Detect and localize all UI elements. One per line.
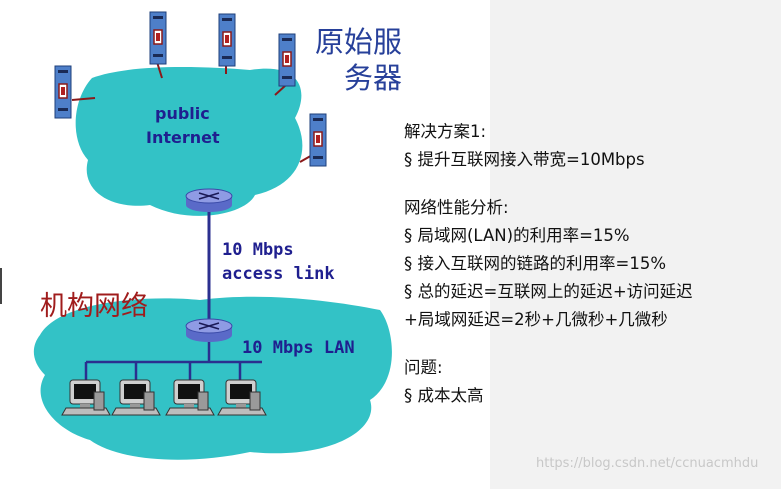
analysis-title: 网络性能分析: [404, 198, 509, 217]
public-label-line: public [155, 104, 210, 123]
public-internet-label: public [155, 104, 210, 123]
access-link-speed: 10 Mbps [222, 240, 294, 260]
institution-network-cloud [33, 296, 392, 460]
server-icon [218, 13, 236, 67]
analysis-item: § 总的延迟=互联网上的延迟+访问延迟 [404, 282, 693, 301]
server-icon [54, 65, 72, 119]
notes-panel-background [490, 0, 781, 489]
server-icon [149, 11, 167, 65]
solution-item: § 提升互联网接入带宽=10Mbps [404, 150, 645, 169]
workstation-icon [165, 379, 215, 416]
internet-label-line: Internet [146, 128, 220, 147]
lan-bus [84, 342, 262, 380]
origin-servers-label: 原始服 务器 [304, 24, 402, 96]
origin-servers-line-2: 务器 [343, 61, 402, 95]
workstation-icon [61, 379, 111, 416]
lan-label: 10 Mbps LAN [242, 338, 355, 358]
router-icon [185, 188, 233, 212]
server-icon [309, 113, 327, 167]
institution-network-label: 机构网络 [40, 291, 148, 322]
access-link-name: access link [222, 264, 335, 284]
server-icon [278, 33, 296, 87]
workstation-icon [217, 379, 267, 416]
problem-title: 问题: [404, 358, 443, 377]
analysis-item: § 局域网(LAN)的利用率=15% [404, 226, 630, 245]
router-icon [185, 318, 233, 342]
analysis-item: § 接入互联网的链路的利用率=15% [404, 254, 666, 273]
internet-label: Internet [146, 128, 220, 147]
origin-servers-line-1: 原始服 [314, 25, 402, 59]
slide-edge-marker [0, 268, 2, 304]
notes-text: 解决方案1: § 提升互联网接入带宽=10Mbps 网络性能分析: § 局域网(… [404, 118, 774, 410]
watermark: https://blog.csdn.net/ccnuacmhdu [536, 456, 759, 471]
access-link-label: 10 Mbps access link [222, 238, 335, 286]
problem-item: § 成本太高 [404, 386, 484, 405]
solution-title: 解决方案1: [404, 122, 487, 141]
workstation-icon [111, 379, 161, 416]
analysis-item: +局域网延迟=2秒+几微秒+几微秒 [404, 310, 668, 329]
public-internet-cloud [75, 67, 303, 216]
network-diagram [33, 11, 392, 460]
